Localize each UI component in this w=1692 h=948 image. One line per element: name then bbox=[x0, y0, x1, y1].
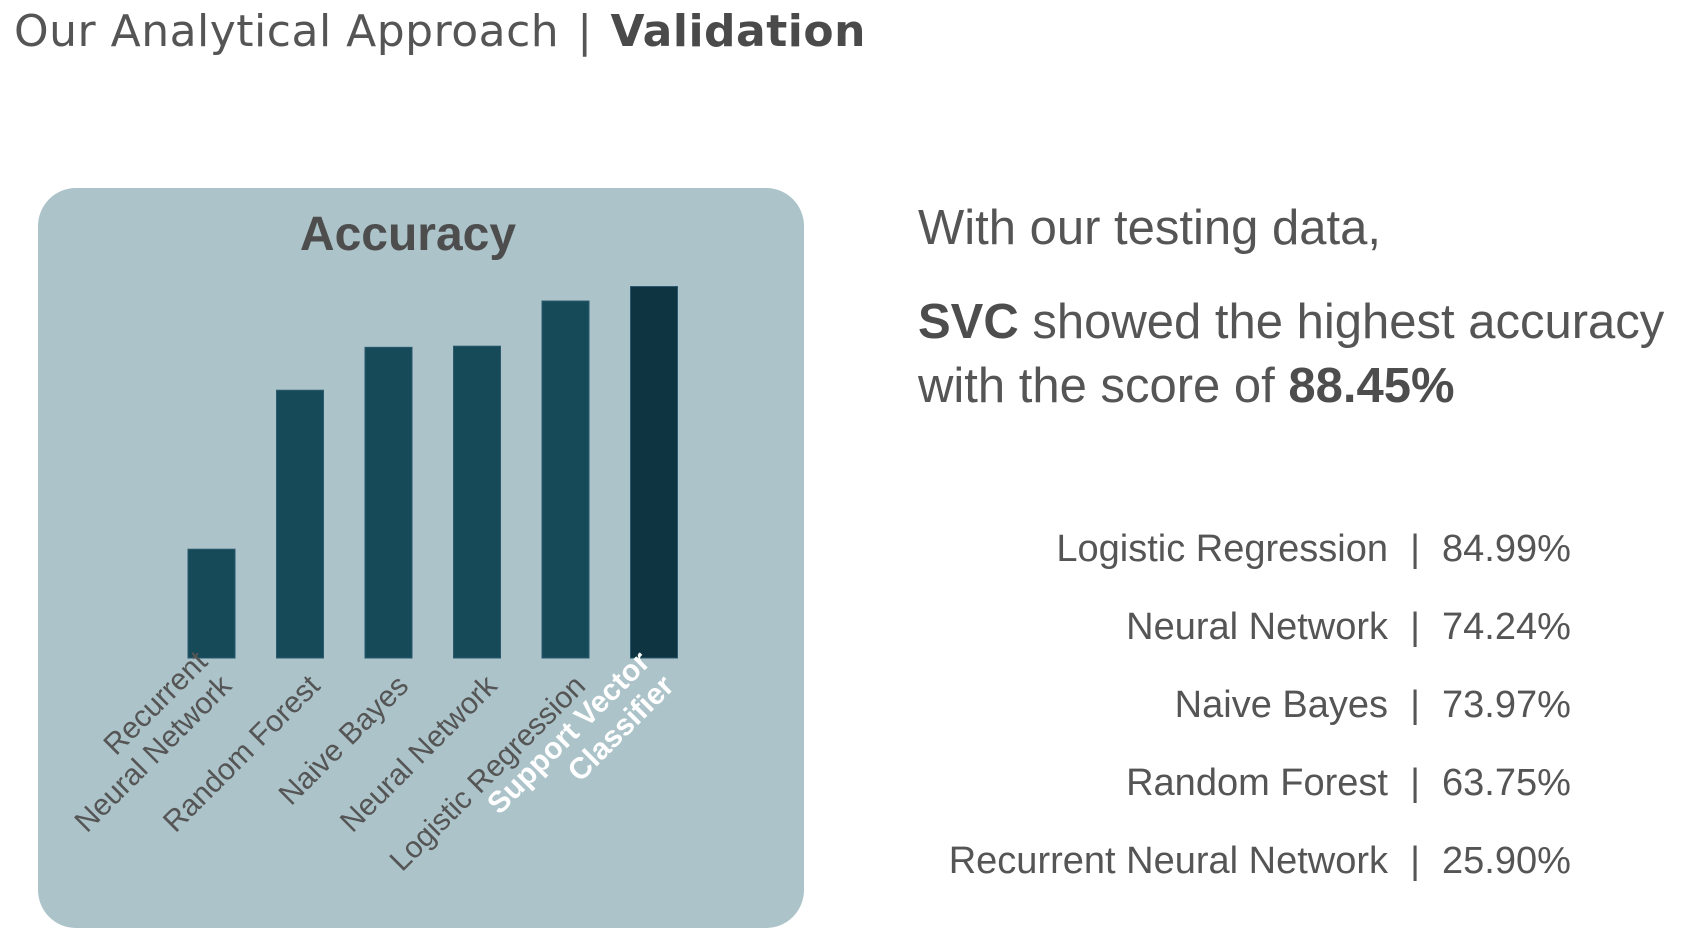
result-score: 74.24% bbox=[1442, 605, 1571, 648]
chart-title: Accuracy bbox=[300, 208, 516, 261]
tick-label: Neural Network bbox=[334, 668, 504, 838]
result-score: 63.75% bbox=[1442, 761, 1571, 804]
result-score: 84.99% bbox=[1442, 527, 1571, 570]
headline-line3-text: with the score of bbox=[918, 359, 1289, 413]
bar bbox=[541, 300, 590, 659]
result-row: Naive Bayes | 73.97% bbox=[900, 666, 1580, 744]
results-list: Logistic Regression | 84.99% Neural Netw… bbox=[900, 510, 1580, 900]
headline-line1: With our testing data, bbox=[918, 201, 1382, 255]
result-row: Neural Network | 74.24% bbox=[900, 588, 1580, 666]
header-topic: Validation bbox=[610, 6, 866, 57]
result-model: Logistic Regression bbox=[1056, 527, 1388, 570]
result-row: Logistic Regression | 84.99% bbox=[900, 510, 1580, 588]
result-score: 25.90% bbox=[1442, 839, 1571, 882]
result-model: Random Forest bbox=[1126, 761, 1388, 804]
result-model: Neural Network bbox=[1126, 605, 1388, 648]
result-model: Recurrent Neural Network bbox=[948, 839, 1388, 882]
result-separator: | bbox=[1410, 683, 1420, 726]
header-section: Our Analytical Approach bbox=[14, 6, 560, 57]
result-row: Recurrent Neural Network | 25.90% bbox=[900, 822, 1580, 900]
result-row: Random Forest | 63.75% bbox=[900, 744, 1580, 822]
result-separator: | bbox=[1410, 527, 1420, 570]
bar bbox=[453, 345, 501, 659]
bar bbox=[187, 548, 236, 659]
header-separator: | bbox=[577, 6, 593, 57]
tick-label-group: Neural Network bbox=[334, 668, 504, 838]
result-model: Naive Bayes bbox=[1174, 683, 1388, 726]
bar bbox=[364, 346, 413, 659]
headline-best-model: SVC bbox=[918, 295, 1019, 349]
bar bbox=[630, 286, 678, 659]
result-score: 73.97% bbox=[1442, 683, 1571, 726]
headline-line3: with the score of 88.45% bbox=[918, 354, 1688, 418]
headline: With our testing data, SVC showed the hi… bbox=[918, 196, 1688, 418]
headline-line2-text: showed the highest accuracy bbox=[1018, 295, 1665, 349]
result-separator: | bbox=[1410, 761, 1420, 804]
bar bbox=[276, 389, 324, 659]
result-separator: | bbox=[1410, 839, 1420, 882]
result-separator: | bbox=[1410, 605, 1420, 648]
page-header: Our Analytical Approach | Validation bbox=[14, 6, 866, 57]
headline-line2: SVC showed the highest accuracy bbox=[918, 290, 1688, 354]
headline-best-score: 88.45% bbox=[1288, 359, 1455, 413]
